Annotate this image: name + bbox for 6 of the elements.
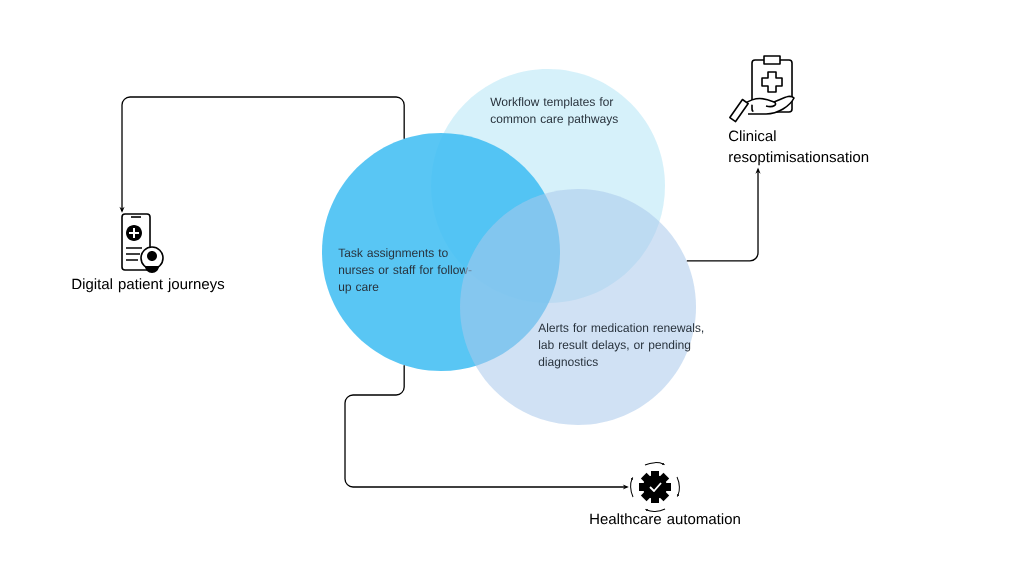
circle-text: Task assignments to nurses or staff for follow-up care [338,248,472,294]
node-label: Healthcare automation [590,513,740,525]
circle-text: Workflow templates for common care pathways [490,97,618,126]
circle-text: Alerts for medication renewals, lab result delays, or pending diagnostics [538,323,704,369]
node-label: Clinical resoptimisationsation [729,130,869,166]
node-label: Digital patient journeys [72,278,225,293]
